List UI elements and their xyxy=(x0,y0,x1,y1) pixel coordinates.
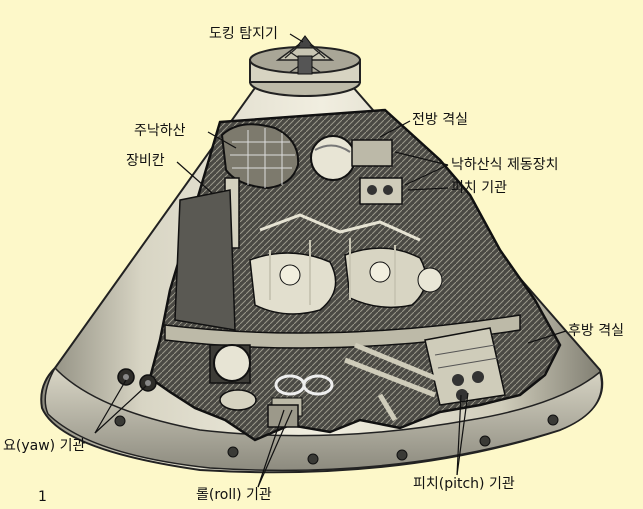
label-pitch-engine-lower: 피치(pitch) 기관 xyxy=(413,476,515,492)
leader-lines xyxy=(94,33,567,488)
page-number: 1 xyxy=(38,489,47,505)
label-forward-compartment: 전방 격실 xyxy=(412,112,468,128)
label-equipment-bay: 장비칸 xyxy=(126,153,165,169)
label-docking-probe: 도킹 탐지기 xyxy=(209,26,278,42)
cutaway-interior xyxy=(117,108,562,442)
label-roll-engine: 롤(roll) 기관 xyxy=(196,487,272,503)
label-main-parachute: 주낙하산 xyxy=(134,123,186,139)
docking-probe xyxy=(249,35,361,97)
label-pitch-engine-upper: 피치 기관 xyxy=(451,180,507,196)
label-aft-compartment: 후방 격실 xyxy=(568,323,624,339)
label-yaw-engine: 요(yaw) 기관 xyxy=(3,438,86,454)
label-parachute-brake: 낙하산식 제동장치 xyxy=(451,157,559,173)
